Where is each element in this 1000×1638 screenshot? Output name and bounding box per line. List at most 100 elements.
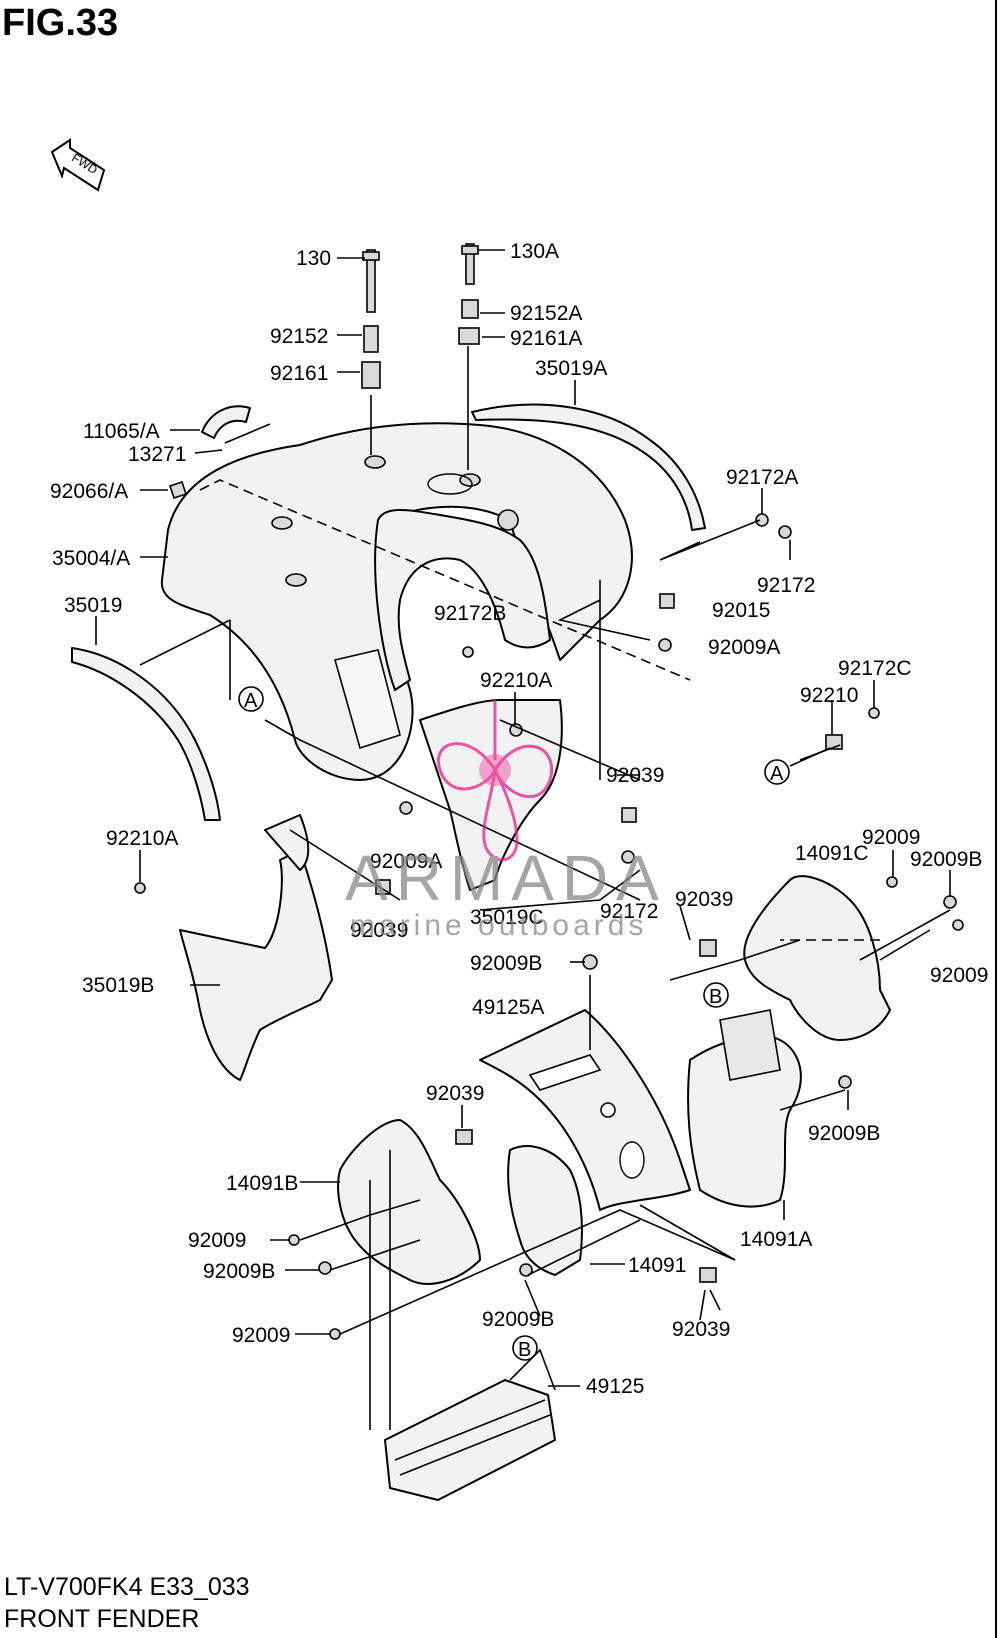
- callout-130A: 130A: [510, 240, 559, 263]
- cutout-49125A: [619, 1141, 645, 1179]
- callout-92009B-low1: 92009B: [203, 1260, 275, 1283]
- callout-130: 130: [296, 247, 331, 270]
- screw-92009-low1: [288, 1234, 300, 1246]
- callout-92015: 92015: [712, 599, 770, 622]
- screw-92009-r1: [886, 876, 898, 888]
- callout-92009B-center: 92009B: [470, 952, 542, 975]
- bolt-130: [362, 249, 380, 313]
- reference-mark-a-right: A: [764, 747, 831, 785]
- bracket-14091A: [719, 1009, 781, 1081]
- fender-cutout: [427, 473, 473, 495]
- tray-ridge: [399, 1414, 551, 1476]
- grommet-hole: [271, 516, 293, 530]
- reference-mark-b-bottom: B: [512, 1335, 538, 1361]
- frame-border: [995, 0, 997, 1638]
- callout-92152: 92152: [270, 325, 328, 348]
- watermark-brand: ARMADA: [345, 842, 667, 914]
- callout-49125A: 49125A: [472, 996, 544, 1019]
- flare-35019: [71, 647, 221, 821]
- rivet-92210A-left: [134, 882, 146, 894]
- panel-14091A: [687, 1035, 802, 1208]
- model-code: LT-V700FK4 E33_033: [4, 1573, 250, 1601]
- callout-35019: 35019: [64, 594, 122, 617]
- watermark-tagline: marine outboards: [350, 909, 647, 942]
- callout-92039-low: 92039: [426, 1082, 484, 1105]
- callout-92210A-left: 92210A: [106, 827, 178, 850]
- callout-92009A-top: 92009A: [708, 636, 780, 659]
- inner-skirt: [374, 509, 551, 691]
- bolt-130A: [461, 243, 479, 285]
- clip-92039-r: [699, 939, 717, 957]
- callout-35019A: 35019A: [535, 357, 607, 380]
- grommet-hole: [364, 455, 386, 469]
- grommet-hole: [285, 573, 307, 587]
- ref-a-right-label: A: [770, 763, 784, 785]
- callout-92039-left: 92039: [350, 919, 408, 942]
- hole-49125A: [600, 1102, 616, 1118]
- clip-92039-low: [455, 1129, 473, 1145]
- callout-92009-low2: 92009: [232, 1324, 290, 1347]
- callout-11065A: 11065/A: [83, 420, 160, 443]
- screw-92172C: [868, 707, 880, 719]
- callout-92009B-right: 92009B: [808, 1122, 880, 1145]
- callout-13271: 13271: [128, 443, 186, 466]
- callout-92039-r: 92039: [675, 888, 733, 911]
- callout-leaders: [95, 249, 951, 1387]
- reference-mark-b-right: B: [703, 982, 729, 1008]
- part-13271-strip: [224, 423, 271, 444]
- ref-b-right-label: B: [709, 986, 722, 1008]
- callout-49125: 49125: [586, 1375, 644, 1398]
- callout-14091: 14091: [628, 1254, 686, 1277]
- screw-92009B-low2: [519, 1263, 533, 1277]
- callout-14091C: 14091C: [795, 842, 869, 865]
- callout-92039-bot: 92039: [672, 1318, 730, 1341]
- screw-92172B: [462, 646, 474, 658]
- panel-35019B: [179, 849, 333, 1081]
- screw-92172: [778, 525, 792, 539]
- bushing-92161: [361, 361, 381, 389]
- callout-35019C: 35019C: [470, 906, 544, 929]
- screw-92172-mid: [621, 850, 635, 864]
- section-name: FRONT FENDER: [4, 1605, 200, 1633]
- ref-a-left-label: A: [244, 690, 258, 712]
- tray-49125: [384, 1379, 556, 1501]
- reference-mark-a-left: A: [238, 686, 264, 712]
- callout-92210A-mid: 92210A: [480, 669, 552, 692]
- clip-92066: [168, 480, 188, 500]
- part-11065: [201, 405, 251, 439]
- screw-92009-low2: [329, 1328, 341, 1340]
- callout-14091B: 14091B: [226, 1172, 298, 1195]
- panel-14091: [507, 1145, 583, 1276]
- clip-92039-bot: [699, 1267, 717, 1283]
- panel-14091C: [743, 875, 891, 1041]
- callout-92009-low1: 92009: [188, 1229, 246, 1252]
- clip-92039-mid: [621, 807, 637, 823]
- collar-92152: [363, 325, 379, 353]
- callout-92172-mid: 92172: [600, 900, 658, 923]
- callout-92009-r1: 92009: [862, 826, 920, 849]
- figure-title: FIG.33: [2, 2, 119, 44]
- screw-92009A-mid: [399, 801, 413, 815]
- screw-92009B-center: [582, 954, 598, 970]
- armada-watermark: ARMADA marine outboards: [345, 700, 667, 942]
- callout-92152A: 92152A: [510, 302, 582, 325]
- tray-ridge: [394, 1399, 546, 1461]
- callout-92172B: 92172B: [434, 602, 506, 625]
- callout-92009-r2: 92009: [930, 964, 988, 987]
- bushing-92161A: [458, 327, 480, 345]
- callout-92161A: 92161A: [510, 327, 582, 350]
- slot-49125A: [528, 1054, 602, 1091]
- callout-92039-mid: 92039: [606, 764, 664, 787]
- callout-labels: 130 130A 92152 92152A 92161 92161A 35019…: [50, 240, 988, 1398]
- screw-92009A: [658, 638, 672, 652]
- callout-14091A: 14091A: [740, 1228, 812, 1251]
- callout-92172: 92172: [757, 574, 815, 597]
- screw-92172A: [755, 513, 769, 527]
- callout-92009B-r1: 92009B: [910, 848, 982, 871]
- fwd-arrow-icon: FWD: [50, 138, 106, 192]
- screw-92009B-right: [838, 1075, 852, 1089]
- callout-92161: 92161: [270, 362, 328, 385]
- callout-92172C: 92172C: [838, 657, 912, 680]
- ref-b-bottom-label: B: [518, 1339, 531, 1361]
